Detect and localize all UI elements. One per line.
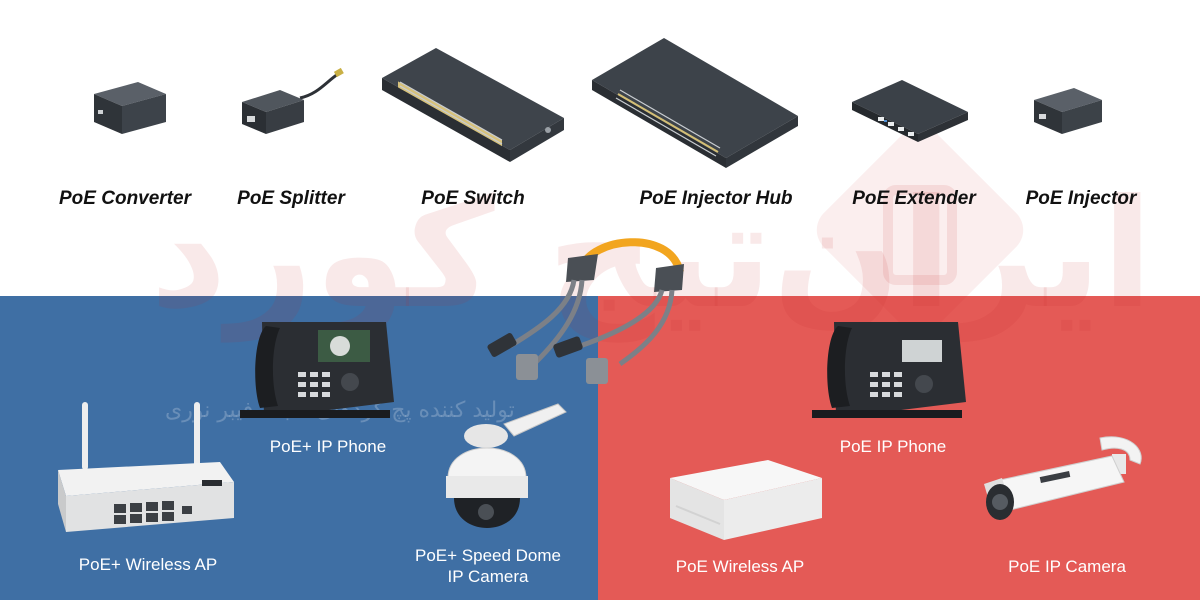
- poe-injector-device: [1030, 82, 1106, 138]
- poe-converter-device: [88, 78, 170, 138]
- poe-splitter-label: PoE Splitter: [237, 188, 345, 209]
- poe-ip-phone-label: PoE IP Phone: [839, 437, 947, 456]
- poe-plus-wireless-ap-device: [52, 400, 242, 536]
- poe-switch-label: PoE Switch: [421, 188, 525, 209]
- poe-wireless-ap-device: [664, 456, 826, 544]
- poe-plus-ip-phone-label: PoE+ IP Phone: [269, 437, 387, 456]
- poe-converter-label: PoE Converter: [59, 188, 191, 209]
- poe-injector-hub-label: PoE Injector Hub: [639, 188, 793, 209]
- poe-plus-ip-phone-device: [236, 316, 396, 424]
- poe-plus-speed-dome-label: PoE+ Speed Dome IP Camera: [415, 545, 561, 587]
- poe-plus-wireless-ap-label: PoE+ Wireless AP: [78, 555, 218, 574]
- poe-ip-camera-device: [980, 430, 1150, 540]
- poe-extender-label: PoE Extender: [852, 188, 976, 209]
- poe-ip-phone-device: [808, 316, 968, 424]
- poe-splitter-device: [238, 67, 348, 138]
- poe-extender-device: [848, 72, 972, 144]
- poe-plus-speed-dome-label-line1: PoE+ Speed Dome: [414, 546, 562, 565]
- poe-plus-speed-dome-device: [440, 398, 580, 534]
- poe-cable-pair-device: [470, 228, 700, 388]
- poe-plus-speed-dome-label-line2: IP Camera: [447, 567, 529, 586]
- poe-injector-hub-device: [588, 30, 803, 170]
- poe-wireless-ap-label: PoE Wireless AP: [675, 557, 805, 576]
- poe-ip-camera-label: PoE IP Camera: [1008, 557, 1126, 576]
- poe-switch-device: [378, 38, 568, 168]
- poe-injector-label: PoE Injector: [1025, 188, 1137, 209]
